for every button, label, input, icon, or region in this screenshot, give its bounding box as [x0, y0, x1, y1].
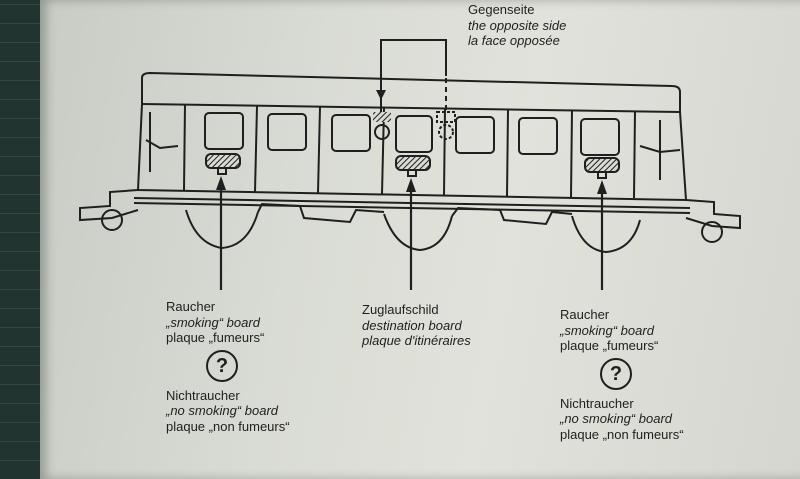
nonsmoking-label-en: „no smoking“ board [560, 411, 672, 426]
smoking-label-en: „smoking“ board [560, 322, 654, 338]
window [395, 115, 433, 153]
destination-label-en: destination board [362, 317, 462, 333]
bogie-right [571, 215, 641, 254]
coach-roof [141, 71, 681, 112]
nonsmoking-label-de: Nichtraucher [166, 387, 240, 403]
smoking-label-fr: plaque „fumeurs“ [166, 330, 265, 345]
destination-label-fr: plaque d'itinéraires [362, 333, 471, 348]
question-mark-icon: ? [600, 357, 632, 390]
smoking-board-left [205, 153, 241, 169]
smoking-board-right [584, 157, 620, 173]
nonsmoking-label-de: Nichtraucher [560, 395, 634, 411]
left-board-label: Raucher „smoking“ board plaque „fumeurs“… [166, 299, 290, 434]
right-board-label: Raucher „smoking“ board plaque „fumeurs“… [560, 307, 684, 442]
destination-board-label: Zuglaufschild destination board plaque d… [362, 302, 471, 349]
smoking-label-fr: plaque „fumeurs“ [560, 338, 659, 353]
nonsmoking-label-fr: plaque „non fumeurs“ [166, 418, 290, 434]
destination-label-de: Zuglaufschild [362, 302, 439, 317]
label-en: the opposite side [468, 17, 567, 33]
window [204, 112, 244, 150]
destination-board [395, 155, 431, 171]
smoking-label-en: „smoking“ board [166, 314, 260, 330]
window [518, 117, 558, 155]
smoking-label-de: Raucher [166, 299, 216, 314]
question-mark-icon: ? [206, 349, 238, 382]
label-de: Gegenseite [468, 2, 535, 17]
label-fr: la face opposée [468, 33, 560, 48]
window [267, 113, 307, 151]
window [331, 114, 371, 152]
window [580, 118, 620, 156]
opposite-side-label: Gegenseite the opposite side la face opp… [468, 2, 566, 49]
background-mat [0, 0, 40, 479]
bogie-center [383, 213, 453, 252]
nonsmoking-label-en: „no smoking“ board [166, 403, 278, 418]
window [455, 116, 495, 154]
smoking-label-de: Raucher [560, 307, 610, 322]
nonsmoking-label-fr: plaque „non fumeurs“ [560, 426, 684, 442]
